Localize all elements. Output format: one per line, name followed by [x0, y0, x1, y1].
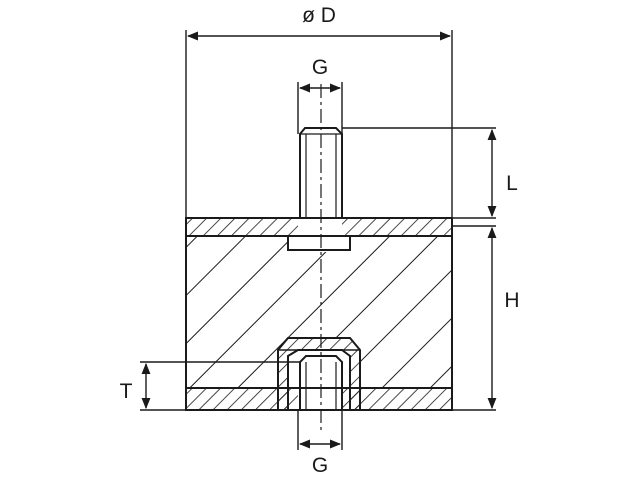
dimension-stud-length: L	[342, 127, 518, 219]
bottom-insert-bushing	[277, 337, 361, 411]
rubber-body	[186, 236, 452, 388]
dimension-height: H	[452, 225, 520, 411]
dimension-bottom-thread: G	[297, 410, 343, 477]
label-bottom-thread: G	[312, 454, 328, 477]
label-height: H	[504, 289, 519, 312]
label-stud-length: L	[506, 172, 518, 195]
bottom-threaded-hole	[299, 355, 343, 410]
dimension-stud-thread: G	[297, 56, 343, 134]
stud-base-nut	[287, 235, 351, 251]
label-diameter: ø D	[302, 4, 336, 27]
top-metal-plate	[185, 217, 453, 237]
label-stud-thread: G	[312, 56, 328, 79]
dimension-diameter: ø D	[185, 4, 453, 410]
dimension-thread-depth: T	[120, 361, 300, 411]
label-thread-depth: T	[120, 380, 133, 403]
bottom-metal-plate	[185, 387, 453, 411]
